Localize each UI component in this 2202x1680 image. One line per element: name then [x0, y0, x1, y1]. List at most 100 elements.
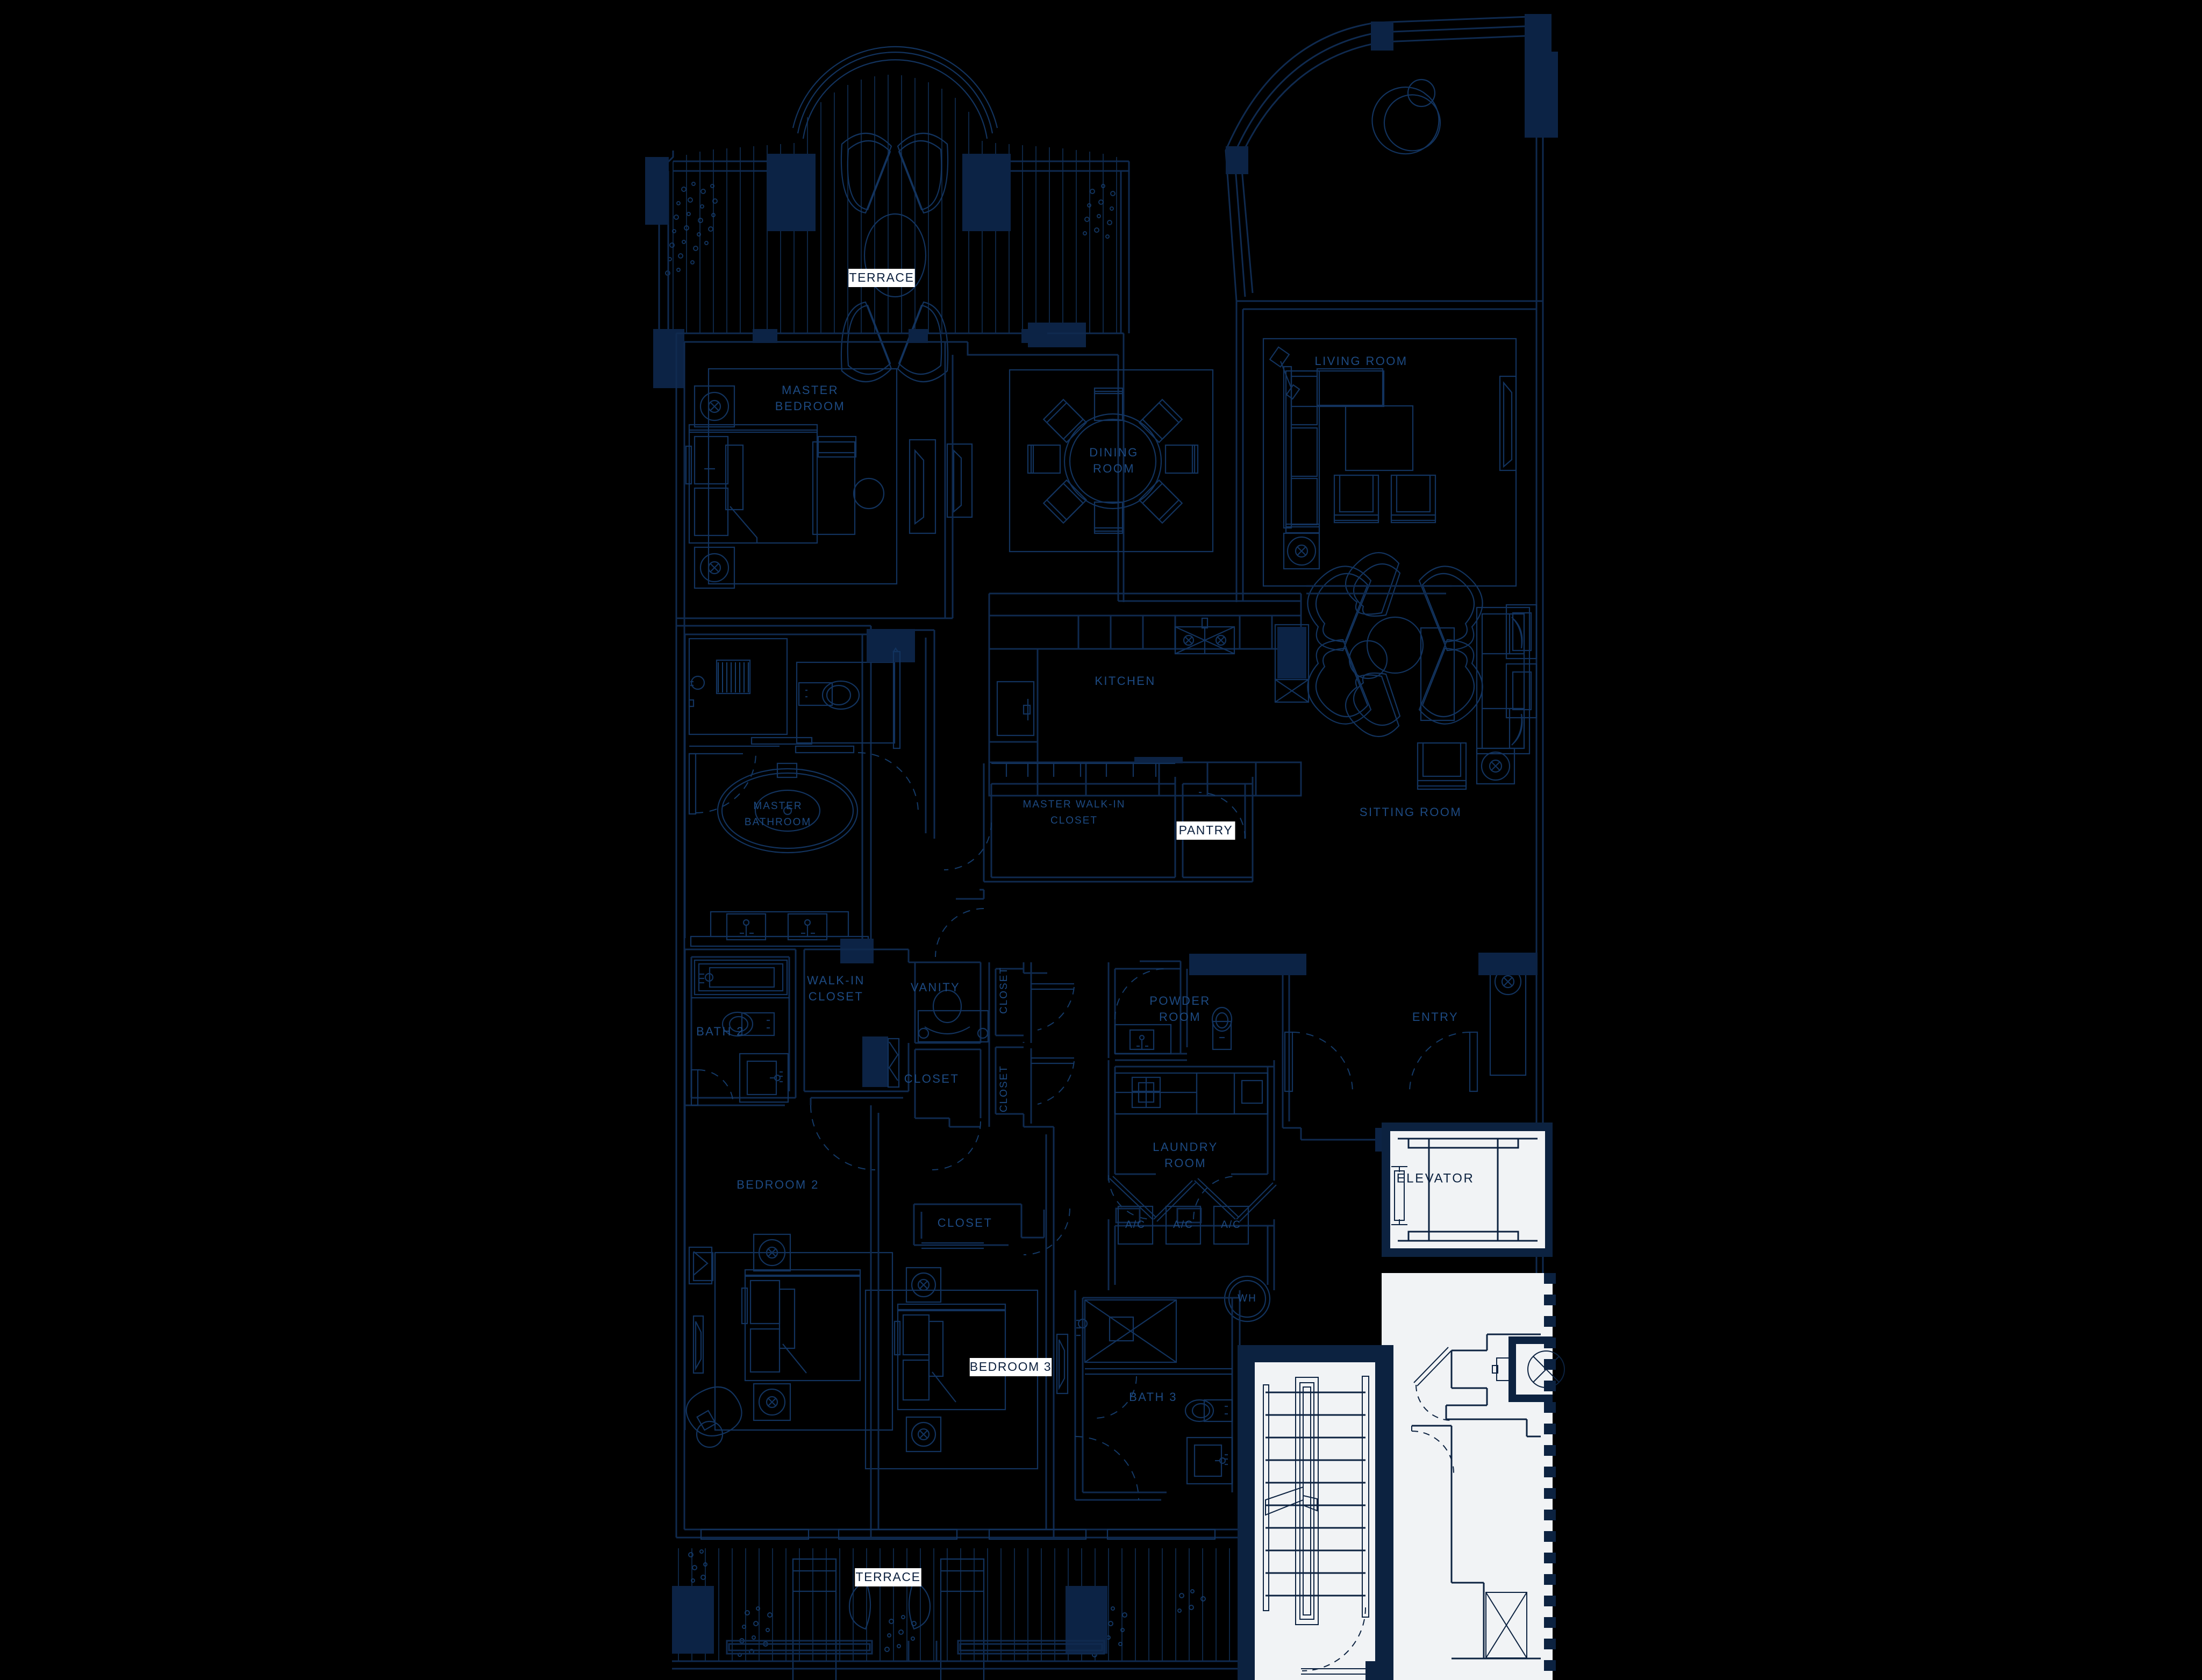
vanity-door-swing	[932, 1121, 981, 1170]
sitting-room-ottoman	[1417, 742, 1467, 790]
dining-room-console	[946, 443, 973, 518]
master-bathroom-shower	[688, 638, 788, 735]
stair-door-swing	[1302, 1607, 1366, 1671]
bath2-walls	[684, 948, 797, 1430]
bedroom2-bed	[741, 1269, 861, 1382]
label-text-closet-vanity-line-0: CLOSET	[904, 1072, 959, 1085]
master-bathroom-door-swing-left	[695, 752, 756, 813]
sitting-room-area	[1118, 552, 1531, 790]
label-text-bath-2-line-0: BATH 2	[696, 1025, 745, 1038]
bedroom2-floor-lamp	[692, 1315, 704, 1374]
bath2-door-swing	[697, 1069, 734, 1106]
powder-room-sink	[1114, 1024, 1172, 1055]
label-text-bath-3-line-0: BATH 3	[1129, 1390, 1177, 1404]
hall-closet-door-swings	[1037, 986, 1075, 1105]
master-bedroom-rug	[707, 368, 898, 585]
label-text-dining-room-line-1: ROOM	[1093, 462, 1135, 475]
living-room-armchair-pair	[1333, 474, 1436, 524]
bath2-door	[690, 1069, 699, 1106]
room-label-closet-vanity: CLOSET	[904, 1072, 959, 1085]
sitting-room-chair-bottom	[1345, 672, 1401, 737]
master-bath-closet-niche	[840, 629, 915, 963]
master-bedroom-nightstand-bottom	[694, 546, 735, 589]
terrace-arch	[792, 46, 998, 139]
room-label-entry: ENTRY	[1412, 1010, 1457, 1024]
room-label-terrace-south: TERRACE	[855, 1568, 921, 1586]
room-label-bath-2: BATH 2	[696, 1025, 745, 1038]
living-room-media-console	[1499, 375, 1517, 471]
label-text-closet-upper-vert: CLOSET	[998, 967, 1010, 1014]
callout-background-pantry	[1176, 821, 1235, 840]
ac-closet-walls	[1107, 1207, 1275, 1290]
room-label-vanity: VANITY	[911, 981, 959, 994]
hall-closets-walls	[988, 962, 1054, 1128]
master-bathroom-tub	[717, 762, 859, 854]
label-text-kitchen-line-0: KITCHEN	[1095, 674, 1155, 688]
terrace-south-posts	[672, 1586, 1107, 1654]
kitchen-cooktop	[1174, 617, 1235, 655]
bedroom2-rug	[714, 1252, 893, 1431]
bath3-door-swing	[1075, 1436, 1139, 1500]
callout-background-terrace-south	[855, 1568, 921, 1586]
kitchen-island-accent	[1134, 757, 1183, 763]
sitting-room-walls	[1118, 585, 1452, 602]
callout-background-bedroom-3	[969, 1358, 1052, 1376]
label-text-water-heater: WH	[1238, 1293, 1257, 1304]
stair-treads	[1266, 1391, 1365, 1597]
living-room-coffee-table	[1345, 405, 1414, 471]
north-window-mullions	[753, 14, 1558, 343]
bedroom3-rug	[864, 1289, 1039, 1470]
ac-unit-boxes	[1117, 1205, 1249, 1245]
label-text-sitting-room-line-0: SITTING ROOM	[1360, 805, 1462, 819]
walkin-closet-fixture	[887, 1038, 900, 1088]
entry-walls	[1282, 962, 1536, 1141]
label-text-bedroom-3: BEDROOM 3	[970, 1360, 1052, 1374]
laundry-bifold-doors	[1109, 1176, 1277, 1222]
room-label-elevator: ELEVATOR	[1397, 1171, 1475, 1185]
terrace-planting-right	[1083, 184, 1116, 239]
stair-door	[1301, 1668, 1368, 1675]
terrace-north-railing	[658, 151, 1130, 333]
label-text-powder-room-line-0: POWDER	[1149, 994, 1210, 1007]
entry-soffit	[1189, 953, 1538, 975]
bedroom3-closet-walls	[913, 1203, 1045, 1246]
sitting-room-side-table	[1348, 640, 1388, 680]
terrace-north-area	[645, 46, 1130, 388]
bedroom-3-area	[864, 1105, 1070, 1538]
bath3-shower	[1076, 1299, 1232, 1375]
label-text-closet-bedroom-3-line-0: CLOSET	[938, 1216, 992, 1229]
bedroom2-armchair	[685, 1386, 742, 1448]
room-label-closet-upper-vert: CLOSET	[998, 967, 1010, 1014]
bedroom2-nightstand-bottom	[753, 1383, 791, 1421]
living-room-side-table	[1283, 532, 1320, 570]
dining-table-and-chairs	[1027, 387, 1199, 534]
elevator-cab-outline	[1398, 1138, 1538, 1242]
lobby-door-leaf	[1411, 1347, 1452, 1431]
service-core-area	[1107, 960, 1277, 1322]
room-label-terrace-north: TERRACE	[848, 269, 915, 287]
master-bedroom-area	[676, 342, 954, 627]
label-text-walk-in-closet-line-1: CLOSET	[809, 990, 863, 1003]
label-text-ac-unit-2: A/C	[1173, 1219, 1193, 1231]
bedroom3-closet-swing	[1023, 1208, 1070, 1255]
master-bedroom-dresser	[812, 435, 885, 535]
callout-background-terrace-north	[848, 269, 915, 287]
bedroom2-dresser	[688, 1246, 714, 1285]
label-text-elevator: ELEVATOR	[1397, 1171, 1475, 1185]
label-text-terrace-north: TERRACE	[849, 270, 914, 284]
bedroom3-nightstand-top	[905, 1267, 942, 1303]
dining-room-area	[946, 369, 1214, 553]
kitchen-pantry-tower	[1274, 624, 1310, 703]
label-text-terrace-south: TERRACE	[855, 1570, 920, 1584]
label-text-master-walk-in-closet-line-0: MASTER WALK-IN	[1023, 799, 1126, 810]
master-bedroom-tv-console	[909, 439, 936, 534]
walkin-closet-walls	[803, 948, 916, 1105]
bath2-tub	[691, 959, 789, 999]
sitting-room-sofa	[1476, 606, 1531, 755]
terrace-dining-set	[840, 132, 949, 383]
